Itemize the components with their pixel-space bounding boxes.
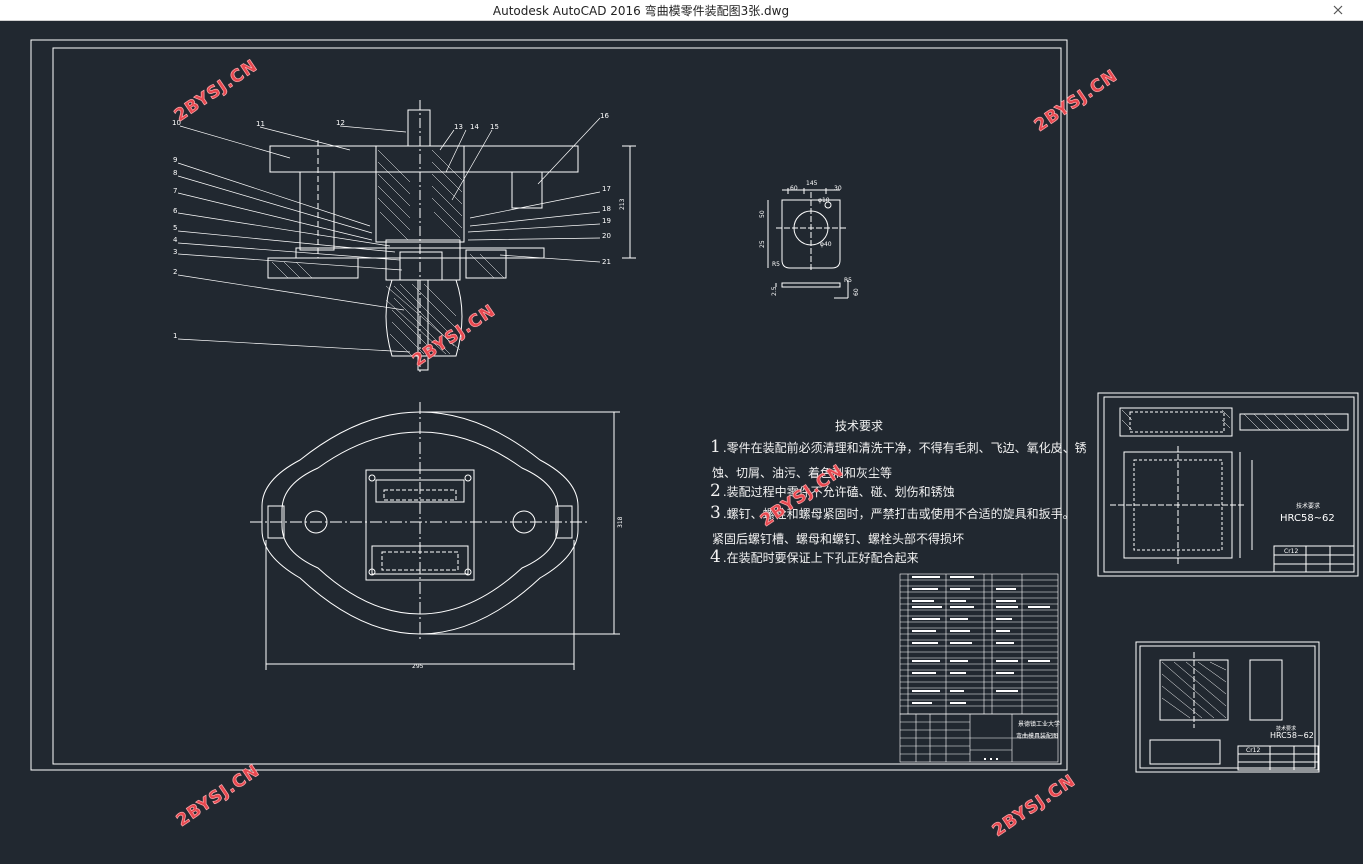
svg-text:技术要求: 技术要求 xyxy=(1276,725,1296,732)
svg-text:14: 14 xyxy=(470,123,479,131)
sheet2-hatching xyxy=(1121,409,1341,431)
sheet2-drawing xyxy=(1097,392,1359,577)
svg-text:Cr12: Cr12 xyxy=(1284,548,1298,555)
svg-text:50: 50 xyxy=(759,210,766,218)
svg-text:6: 6 xyxy=(173,207,178,215)
sheet1-inner-border xyxy=(52,47,1062,765)
sheet3-drawing xyxy=(1135,641,1320,773)
tech-item: 2.装配过程中零件不允许磕、碰、划伤和锈蚀 xyxy=(710,481,955,501)
svg-text:13: 13 xyxy=(454,123,463,131)
svg-text:1: 1 xyxy=(173,332,177,340)
svg-text:2.5: 2.5 xyxy=(771,286,778,296)
svg-text:9: 9 xyxy=(173,156,177,164)
window-title: Autodesk AutoCAD 2016 弯曲模零件装配图3张.dwg xyxy=(492,4,790,18)
dimension-labels: 213 295 318 145 60 30 φ10 50 25 φ40 R5 2… xyxy=(412,180,860,670)
svg-text:12: 12 xyxy=(336,119,345,127)
svg-text:21: 21 xyxy=(602,258,611,266)
svg-text:10: 10 xyxy=(172,119,181,127)
tech-requirements: 技术要求 1.零件在装配前必须清理和清洗干净，不得有毛刺、飞边、氧化皮、锈 蚀、… xyxy=(710,417,1087,587)
sheet3-text: 技术要求 HRC58~62 Cr12 xyxy=(1246,725,1314,754)
svg-text:25: 25 xyxy=(759,240,766,248)
svg-text:HRC58~62: HRC58~62 xyxy=(1270,731,1314,740)
parts-list-text-marks xyxy=(912,576,1050,760)
tech-item: 4.在装配时要保证上下孔正好配合起来 xyxy=(710,547,919,567)
svg-text:213: 213 xyxy=(619,198,626,210)
detail-part xyxy=(767,188,849,299)
svg-text:17: 17 xyxy=(602,185,611,193)
tech-requirements-heading: 技术要求 xyxy=(835,419,884,433)
svg-text:30: 30 xyxy=(834,185,842,192)
leader-lines xyxy=(177,117,601,353)
svg-text:φ10: φ10 xyxy=(818,197,830,204)
svg-text:φ40: φ40 xyxy=(820,241,832,248)
svg-text:318: 318 xyxy=(617,516,624,528)
svg-text:5: 5 xyxy=(173,224,177,232)
svg-text:HRC58~62: HRC58~62 xyxy=(1280,513,1335,524)
parts-list xyxy=(899,573,1059,763)
svg-text:3: 3 xyxy=(173,248,177,256)
plan-view xyxy=(250,402,620,670)
svg-text:4: 4 xyxy=(173,236,178,244)
svg-text:60: 60 xyxy=(853,288,860,296)
svg-text:8: 8 xyxy=(173,169,177,177)
svg-text:18: 18 xyxy=(602,205,611,213)
tech-item: 紧固后螺钉槽、螺母和螺钉、螺栓头部不得损坏 xyxy=(712,532,965,546)
section-hatching xyxy=(271,149,505,357)
tech-item: 1.零件在装配前必须清理和清洗干净，不得有毛刺、飞边、氧化皮、锈 xyxy=(710,437,1087,457)
svg-text:R5: R5 xyxy=(844,277,852,284)
svg-text:16: 16 xyxy=(600,112,609,120)
svg-text:R5: R5 xyxy=(772,261,780,268)
svg-text:15: 15 xyxy=(490,123,499,131)
tech-item: 蚀、切屑、油污、着色剂和灰尘等 xyxy=(712,466,893,480)
title-block-text: 景德镇工业大学 弯曲模具装配图 xyxy=(1016,720,1060,740)
svg-text:60: 60 xyxy=(790,185,798,192)
svg-text:技术要求: 技术要求 xyxy=(1296,502,1320,510)
sheet1-outer-border xyxy=(30,39,1068,771)
svg-text:20: 20 xyxy=(602,232,611,240)
tech-item: 3.螺钉、螺栓和螺母紧固时，严禁打击或使用不合适的旋具和扳手。 xyxy=(710,503,1075,523)
svg-text:11: 11 xyxy=(256,120,265,128)
svg-text:295: 295 xyxy=(412,663,424,670)
svg-text:2: 2 xyxy=(173,268,177,276)
svg-text:19: 19 xyxy=(602,217,611,225)
title-bar: Autodesk AutoCAD 2016 弯曲模零件装配图3张.dwg xyxy=(0,0,1363,21)
close-icon[interactable] xyxy=(1331,0,1345,20)
svg-text:弯曲模具装配图: 弯曲模具装配图 xyxy=(1016,732,1058,740)
sheet3-hatching xyxy=(1161,661,1227,719)
sheet2-text: 技术要求 HRC58~62 Cr12 xyxy=(1280,502,1335,555)
svg-text:7: 7 xyxy=(173,187,177,195)
svg-text:景德镇工业大学: 景德镇工业大学 xyxy=(1018,720,1060,728)
svg-text:145: 145 xyxy=(806,180,818,187)
section-view xyxy=(267,100,636,372)
svg-text:Cr12: Cr12 xyxy=(1246,747,1260,754)
